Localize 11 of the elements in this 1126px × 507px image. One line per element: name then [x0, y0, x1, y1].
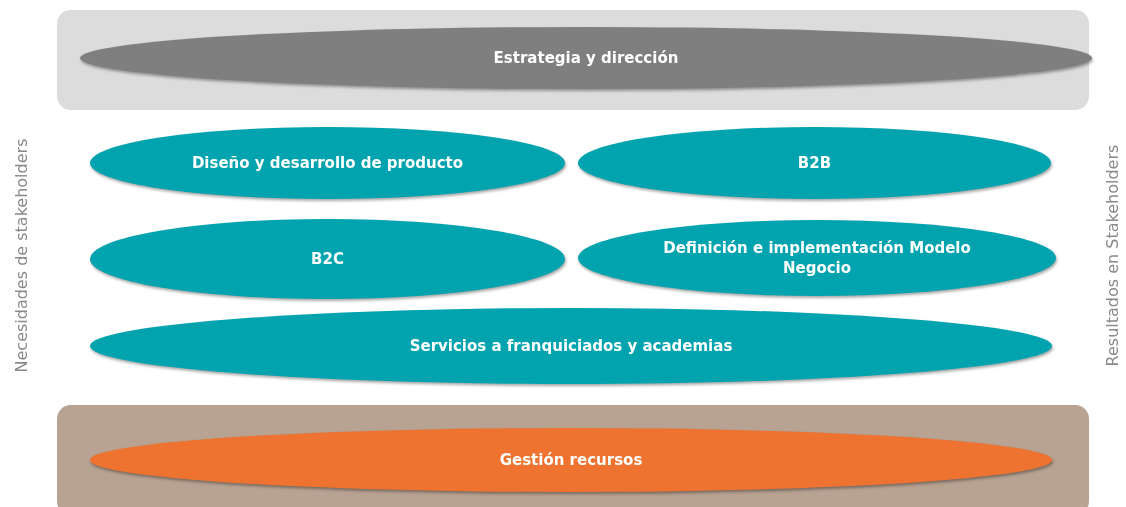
process-label: Definición e implementación Modelo Negocio: [662, 238, 972, 278]
side-label: Necesidades de stakeholders: [12, 138, 32, 372]
band-background: [57, 10, 1089, 110]
process-label: B2C: [311, 249, 344, 269]
process-label: Gestión recursos: [499, 450, 643, 470]
side-label: Resultados en Stakeholders: [1103, 144, 1123, 366]
process-label: Servicios a franquiciados y academias: [409, 336, 733, 356]
process-label: Diseño y desarrollo de producto: [191, 153, 464, 173]
process-label: Estrategia y dirección: [493, 48, 679, 68]
band-background: [57, 405, 1089, 507]
process-label: B2B: [797, 153, 832, 173]
